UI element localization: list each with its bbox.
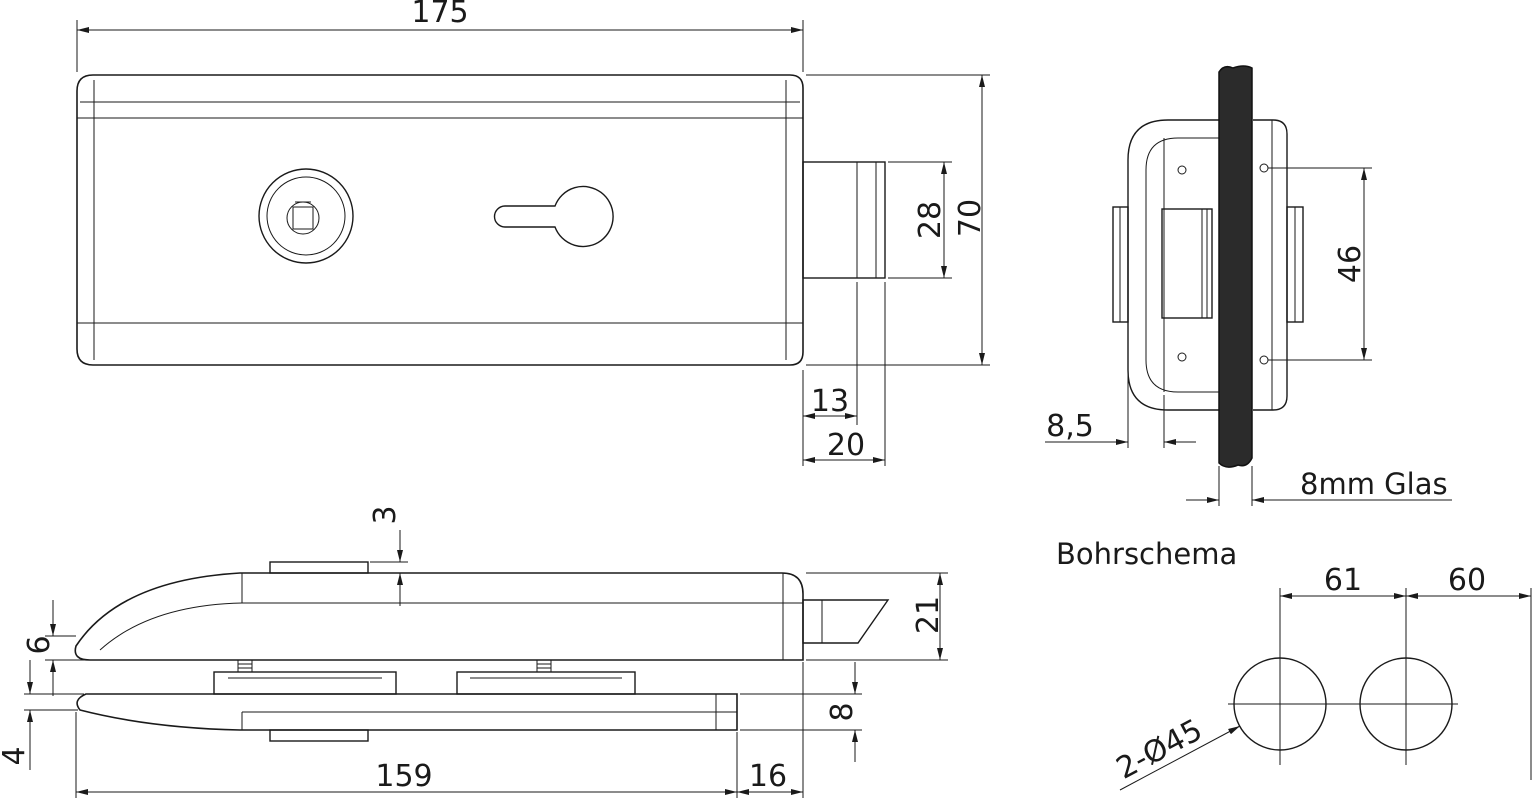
screw-icon [1259, 355, 1269, 365]
dim-lower-length-159: 159 [375, 759, 432, 794]
profile-bolt [802, 599, 890, 644]
turn-knob-outer [258, 168, 354, 264]
screw-icon [1177, 352, 1187, 362]
dim-bolt-offset-13: 13 [811, 384, 849, 419]
screw-icon [536, 659, 552, 673]
dim-gap-3: 3 [368, 505, 403, 524]
profile-top-knob [269, 561, 369, 574]
front-view: 175 70 28 13 20 [76, 0, 990, 466]
leader-hole-diameter [1119, 725, 1241, 791]
dim-spacing-60: 60 [1448, 563, 1486, 598]
screw-icon [237, 659, 253, 673]
keyhole [493, 185, 614, 248]
side-right-plate [1253, 119, 1288, 411]
drill-scheme: Bohrschema 61 60 2-Ø45 [1056, 537, 1532, 791]
dim-bolt-length-20: 20 [827, 428, 865, 463]
clamp-plate-right [456, 671, 636, 695]
dim-bolt-28: 28 [913, 201, 948, 239]
turn-knob-inner [266, 176, 346, 256]
glass-thickness-label: 8mm Glas [1300, 467, 1448, 501]
hole-diameter-callout: 2-Ø45 [1111, 713, 1208, 787]
dim-hole-spacing-46: 46 [1333, 245, 1368, 283]
dim-height-70: 70 [953, 199, 988, 237]
profile-view: 3 21 6 8 4 159 16 [0, 505, 948, 798]
glass-panel [1218, 65, 1253, 468]
dim-spacing-61: 61 [1324, 563, 1362, 598]
dim-lower-4: 4 [0, 746, 32, 765]
screw-icon [1177, 165, 1187, 175]
side-view: 46 8,5 8mm Glas [1045, 65, 1452, 506]
profile-upper-body [74, 572, 804, 661]
drill-scheme-title: Bohrschema [1056, 537, 1237, 571]
lock-bolt [802, 161, 886, 279]
profile-lower-body [76, 693, 738, 731]
dim-glass-gap-8: 8 [825, 702, 860, 721]
side-outer-body [1127, 119, 1219, 411]
profile-upper-inner [99, 602, 803, 651]
side-inner-body [1145, 137, 1219, 393]
dim-body-height-21: 21 [911, 596, 946, 634]
dim-tip-6: 6 [22, 635, 57, 654]
clamp-plate-left [213, 671, 397, 695]
side-bolt-block [1161, 208, 1213, 319]
dim-overhang-16: 16 [749, 759, 787, 794]
turn-knob-square [292, 206, 314, 230]
profile-bottom-knob [269, 729, 369, 742]
screw-icon [1259, 163, 1269, 173]
dim-width-175: 175 [411, 0, 468, 30]
lock-body-outline [76, 74, 804, 366]
dim-inset-8-5: 8,5 [1046, 409, 1094, 444]
